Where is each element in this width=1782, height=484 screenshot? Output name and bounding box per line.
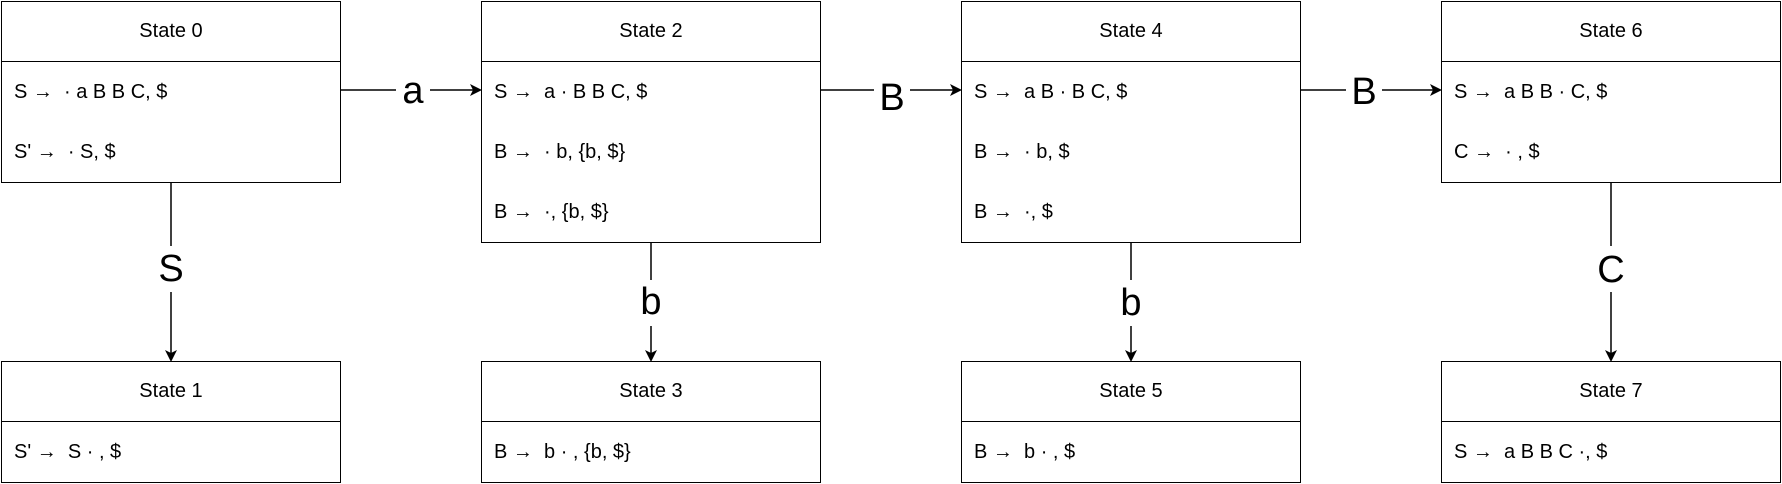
edge-state2-state4: B (821, 70, 962, 119)
lr-item: S → a B · B C, $ (974, 80, 1128, 103)
state-4-box: State 4 S → a B · B C, $ B → · b, $ B → … (961, 1, 1301, 243)
state-title: State 7 (1442, 362, 1780, 422)
lr-item: S → a B B C ·, $ (1454, 440, 1608, 463)
state-title: State 4 (962, 2, 1300, 62)
state-0-box: State 0 S → · a B B C, $ S' → · S, $ (1, 1, 341, 183)
state-2-box: State 2 S → a · B B C, $ B → · b, {b, $}… (481, 1, 821, 243)
state-title: State 6 (1442, 2, 1780, 62)
state-title: State 2 (482, 2, 820, 62)
lr-item: S → a · B B C, $ (494, 80, 648, 103)
edge-state0-state1: S (150, 181, 192, 362)
state-title: State 0 (2, 2, 340, 62)
edge-label: C (1597, 249, 1624, 291)
edge-state0-state2: a (341, 70, 482, 112)
edge-label: a (402, 70, 424, 112)
lr-item: S → · a B B C, $ (14, 80, 168, 103)
lr-item: S' → · S, $ (14, 140, 116, 163)
edge-state4-state6: B (1301, 70, 1442, 116)
edge-label: b (640, 281, 661, 323)
lr-item: B → · b, {b, $} (494, 140, 626, 163)
state-7-box: State 7 S → a B B C ·, $ (1441, 361, 1781, 483)
lr-item: C → · , $ (1454, 140, 1540, 163)
edge-label: b (1120, 282, 1141, 324)
state-1-box: State 1 S' → S · , $ (1, 361, 341, 483)
state-6-box: State 6 S → a B B · C, $ C → · , $ (1441, 1, 1781, 183)
state-title: State 1 (2, 362, 340, 422)
edge-state6-state7: C (1590, 181, 1632, 362)
edge-label: B (879, 77, 904, 119)
state-3-box: State 3 B → b · , {b, $} (481, 361, 821, 483)
lr-item: B → ·, $ (974, 200, 1053, 223)
lr-item: B → b · , $ (974, 440, 1076, 463)
lr-item: B → ·, {b, $} (494, 200, 609, 223)
lr-item: S' → S · , $ (14, 440, 122, 463)
edge-state4-state5: b (1114, 241, 1148, 362)
state-title: State 3 (482, 362, 820, 422)
lr-item: B → b · , {b, $} (494, 440, 631, 463)
edge-label: S (158, 248, 183, 290)
state-5-box: State 5 B → b · , $ (961, 361, 1301, 483)
lr-item: B → · b, $ (974, 140, 1070, 163)
edge-state2-state3: b (634, 241, 668, 362)
edge-label: B (1351, 71, 1376, 113)
state-title: State 5 (962, 362, 1300, 422)
lr-item: S → a B B · C, $ (1454, 80, 1608, 103)
